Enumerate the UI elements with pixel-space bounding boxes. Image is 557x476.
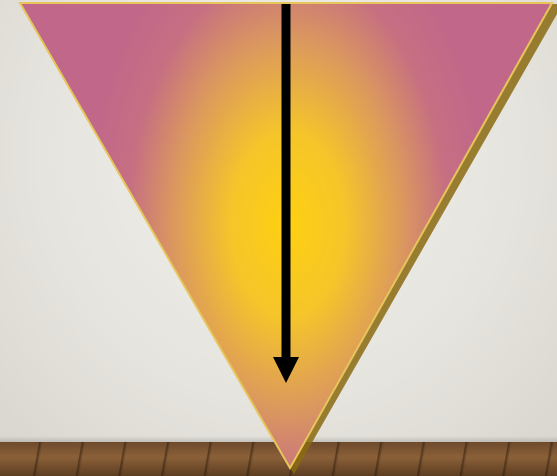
slide-canvas (0, 0, 557, 476)
funnel-diagram (0, 0, 557, 476)
